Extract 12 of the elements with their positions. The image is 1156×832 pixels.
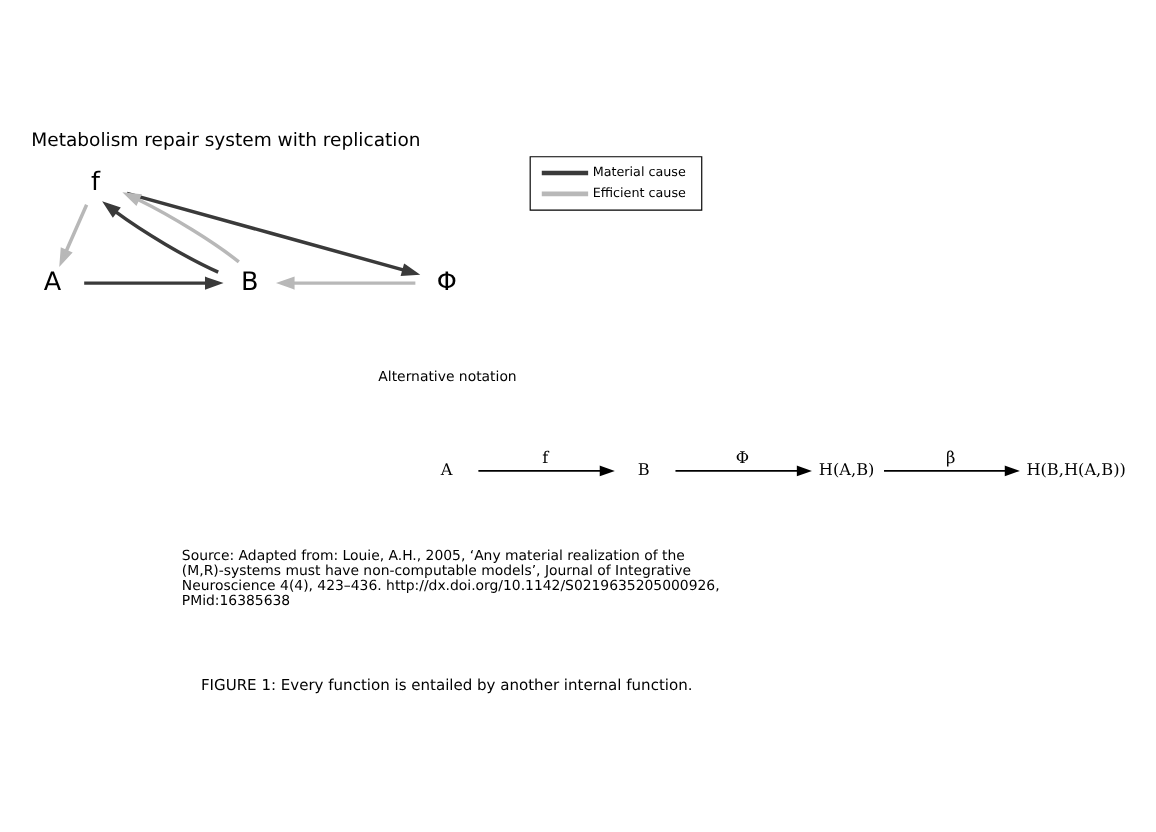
node-text: A xyxy=(440,458,453,479)
edge-label: β xyxy=(945,446,956,467)
node-text: B xyxy=(240,266,259,297)
node-text: f xyxy=(91,166,101,197)
edge-label: f xyxy=(542,446,549,467)
node-text: Φ xyxy=(436,266,457,297)
node-text: H(A,B) xyxy=(818,458,875,479)
diagram-title: Metabolism repair system with replication xyxy=(31,129,421,152)
node-text: B xyxy=(637,458,650,479)
edge-label: Φ xyxy=(735,446,749,467)
node-text: H(B,H(A,B)) xyxy=(1026,458,1126,479)
node-text: A xyxy=(43,266,62,297)
